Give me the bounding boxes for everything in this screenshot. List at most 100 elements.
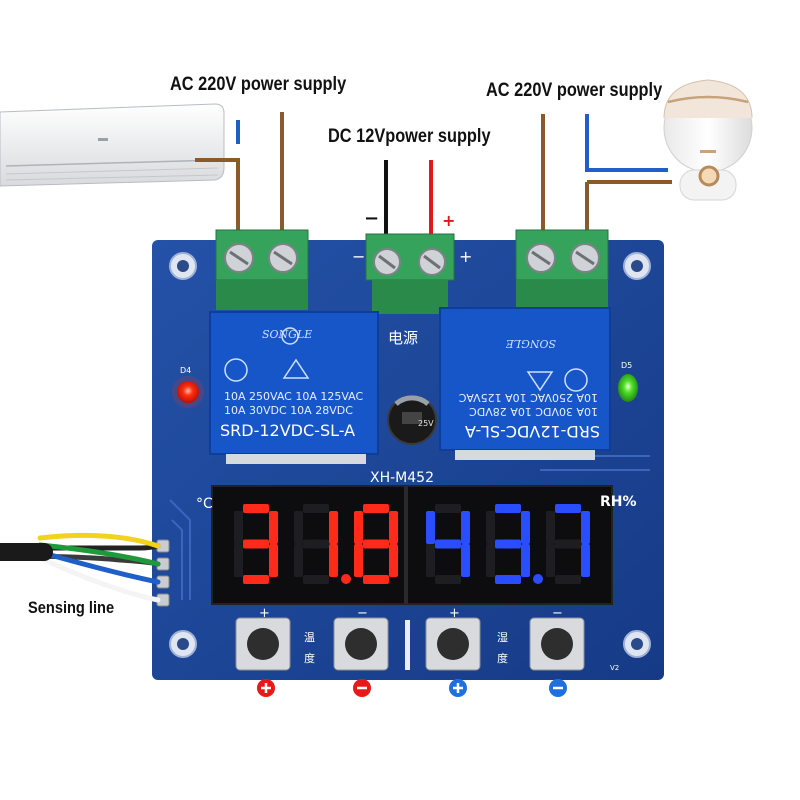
button-mark-temp-plus: + [259,606,270,621]
hum-plus-button[interactable] [425,617,481,671]
segment-e [426,544,435,577]
sensing-line-label: Sensing line [28,598,115,617]
segment-d [243,575,269,584]
segment-g [555,539,581,549]
dc-supply-label: DC 12Vpower supply [328,126,491,147]
segment-f [486,511,495,544]
temp-button-cn-1: 温 [304,631,315,644]
minus-circle-icon [549,679,567,697]
terminal-minus-mark: − [352,247,365,266]
segment-a [363,504,389,513]
segment-d [555,575,581,584]
terminal-block-right [515,229,609,310]
button-mark-hum-minus: − [552,606,563,621]
segment-f [426,511,435,544]
button-mark-hum-plus: + [449,606,460,621]
segment-f [546,511,555,544]
model-label: XH-M452 [370,470,434,486]
segment-f [294,511,303,544]
led-d4-label: D4 [180,366,191,375]
temp-plus-button[interactable] [235,617,291,671]
segment-g [435,539,461,549]
hum-button-cn-2: 度 [497,651,508,665]
segment-d [363,575,389,584]
relay-right-rating-1: 10A 250VAC 10A 125VAC [458,391,598,404]
segment-d [435,575,461,584]
segment-d [303,575,329,584]
hum-minus-button[interactable] [529,617,585,671]
relay-right [439,307,611,460]
hum-button-cn-1: 湿 [497,631,508,644]
segment-b [461,511,470,544]
humidifier-icon [663,79,753,201]
segment-e [294,544,303,577]
air-conditioner-icon [0,103,225,187]
humidifier-wires [541,114,672,248]
decimal-point [533,574,543,584]
plus-circle-icon [257,679,275,697]
segment-d [495,575,521,584]
segment-a [303,504,329,513]
temp-unit-label: °C [196,496,213,512]
segment-a [495,504,521,513]
plus-circle-icon [449,679,467,697]
minus-circle-icon [353,679,371,697]
segment-e [354,544,363,577]
seven-segment-display [211,485,613,605]
terminal-block-dc [365,233,455,314]
led-d5 [618,374,638,402]
temp-button-cn-2: 度 [304,651,315,665]
segment-g [243,539,269,549]
segment-f [354,511,363,544]
segment-f [234,511,243,544]
segment-c [329,544,338,577]
push-buttons [235,617,585,671]
digit [486,504,543,584]
segment-e [234,544,243,577]
temp-minus-button[interactable] [333,617,389,671]
led-d4 [172,376,204,408]
segment-b [389,511,398,544]
segment-b [521,511,530,544]
terminal-plus-mark: + [459,247,472,266]
segment-c [521,544,530,577]
segment-a [555,504,581,513]
digit [426,504,470,584]
capacitor [387,395,437,445]
relay-left-rating-1: 10A 250VAC 10A 125VAC [224,390,364,403]
dc-wires [384,160,433,248]
sensing-cable [0,532,161,603]
relay-right-model: SRD-12VDC-SL-A [465,422,600,441]
segment-a [243,504,269,513]
relay-left-model: SRD-12VDC-SL-A [220,421,355,440]
button-mark-temp-minus: − [357,606,368,621]
segment-g [303,539,329,549]
relay-right-rating-2: 10A 30VDC 10A 28VDC [469,405,598,418]
digit [234,504,278,584]
segment-e [486,544,495,577]
ac-supply-label-left: AC 220V power supply [170,74,347,95]
dc-minus-label: − [364,208,379,229]
segment-c [389,544,398,577]
power-label-cn: 电源 [388,329,418,347]
version-label: V2 [610,664,619,672]
segment-b [581,511,590,544]
dc-plus-label: + [442,211,455,230]
segment-a [435,504,461,513]
segment-b [329,511,338,544]
segment-c [461,544,470,577]
digit [354,504,398,584]
relay-left-brand: SONGLE [262,328,312,341]
temperature-readout [234,504,398,584]
digit [546,504,590,584]
humidity-readout [426,504,590,584]
segment-g [363,539,389,549]
digit [294,504,351,584]
relay-right-brand: SONGLE [506,337,556,350]
humidity-unit-label: RH% [600,494,637,510]
capacitor-label: 25V [418,419,434,428]
segment-b [269,511,278,544]
segment-g [495,539,521,549]
relay-left [209,311,379,464]
